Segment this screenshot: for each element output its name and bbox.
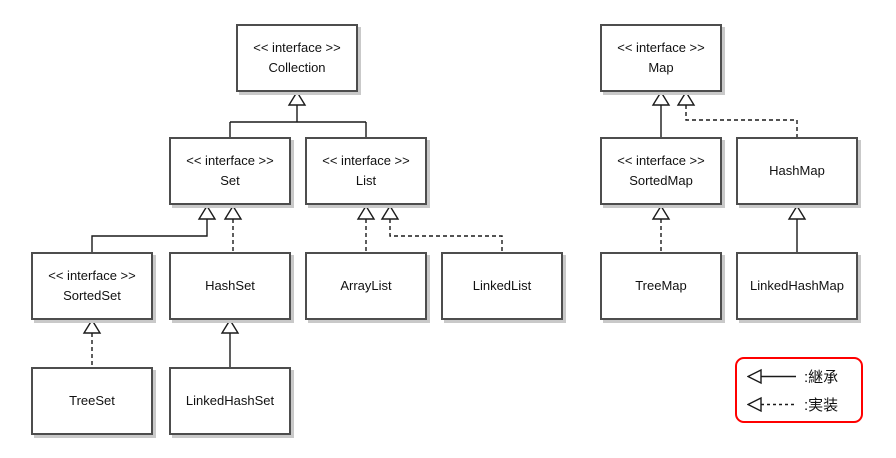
class-box-treemap: TreeMap [600,252,722,320]
class-name: Map [648,60,674,75]
class-box-arraylist: ArrayList [305,252,427,320]
class-box-treeset: TreeSet [31,367,153,435]
class-box-hashset: HashSet [169,252,291,320]
class-name: SortedMap [629,173,693,188]
class-name: SortedSet [63,288,121,303]
stereotype-label: << interface >> [322,153,410,169]
inheritance-arrowhead-hashset [220,318,240,334]
stereotype-label: << interface >> [253,40,341,56]
class-box-sortedmap: << interface >> SortedMap [600,137,722,205]
class-box-map: << interface >> Map [600,24,722,92]
class-name: Set [220,173,240,188]
implementation-arrowhead-list-right [380,204,400,220]
implementation-arrowhead-map [676,90,696,106]
inheritance-arrowhead-set [197,204,217,220]
edge-sortedset-to-set [91,219,208,252]
class-name: List [355,173,377,188]
class-name: LinkedHashMap [750,278,844,294]
edge-set-list-to-collection [229,105,367,137]
implementation-arrow-icon [747,396,796,412]
class-name: ArrayList [340,278,392,294]
legend: :継承 :実装 [735,357,863,423]
class-box-linkedhashmap: LinkedHashMap [736,252,858,320]
class-name: LinkedList [472,278,532,294]
edge-hashmap-to-map [685,105,798,137]
class-box-linkedlist: LinkedList [441,252,563,320]
stereotype-label: << interface >> [48,268,136,284]
class-name: LinkedHashSet [185,393,275,409]
class-name: TreeMap [635,278,687,294]
legend-row-implementation: :実装 [747,394,861,415]
class-name: HashSet [205,278,255,294]
edge-linkedlist-to-list [389,219,503,252]
inheritance-arrowhead-hashmap [787,204,807,220]
implementation-arrowhead-sortedset [82,318,102,334]
class-box-list: << interface >> List [305,137,427,205]
inheritance-arrow-icon [747,368,796,384]
class-box-sortedset: << interface >> SortedSet [31,252,153,320]
legend-inheritance-label: :継承 [804,368,839,386]
stereotype-label: << interface >> [617,40,705,56]
class-box-linkedhashset: LinkedHashSet [169,367,291,435]
stereotype-label: << interface >> [617,153,705,169]
implementation-arrowhead-list-left [356,204,376,220]
class-box-collection: << interface >> Collection [236,24,358,92]
class-name: HashMap [769,163,825,179]
class-name: TreeSet [69,393,115,409]
inheritance-arrowhead-collection [287,90,307,106]
inheritance-arrowhead-map [651,90,671,106]
implementation-arrowhead-sortedmap [651,204,671,220]
class-box-set: << interface >> Set [169,137,291,205]
implementation-arrowhead-set [223,204,243,220]
legend-row-inheritance: :継承 [747,366,861,387]
class-box-hashmap: HashMap [736,137,858,205]
class-name: Collection [268,60,326,75]
legend-implementation-label: :実装 [804,396,839,414]
stereotype-label: << interface >> [186,153,274,169]
